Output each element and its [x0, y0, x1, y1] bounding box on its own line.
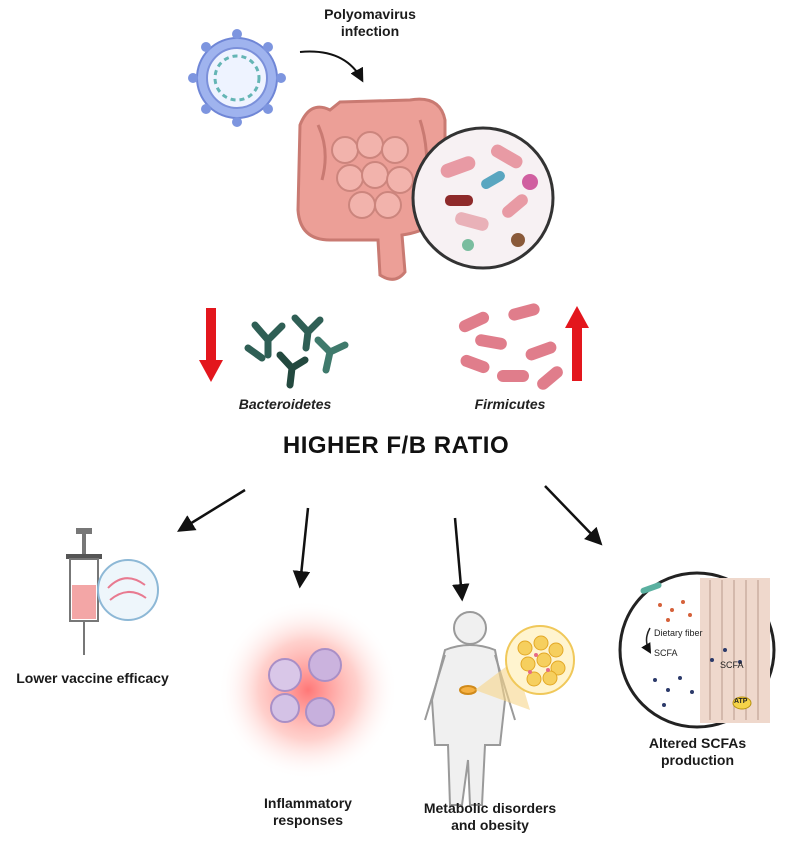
microbiota-zoom-icon — [411, 126, 555, 270]
inflammatory-label: Inflammatory responses — [264, 795, 352, 828]
firmicutes-label: Firmicutes — [474, 396, 546, 412]
adipose-tissue-icon — [475, 625, 575, 710]
ratio-title: HIGHER F/B RATIO — [282, 432, 510, 459]
scfa-left-label: SCFA — [654, 648, 678, 658]
scfa-right-label: SCFA — [720, 660, 744, 670]
scfa-label: Altered SCFAs production — [648, 735, 747, 768]
infection-arrow — [299, 50, 364, 83]
outcome-arrows — [177, 485, 603, 602]
polyomavirus-icon — [188, 29, 286, 127]
vaccine-efficacy-label: Lower vaccine efficacy — [16, 670, 169, 686]
bacteroidetes-icon — [244, 314, 349, 389]
increase-arrow-icon — [565, 306, 589, 381]
syringe-icon — [66, 528, 159, 655]
bacteroidetes-label: Bacteroidetes — [238, 396, 332, 412]
obesity-figure-icon — [424, 611, 516, 806]
scfa-inset-icon — [618, 571, 776, 729]
inflammatory-cells-icon — [218, 600, 398, 780]
infection-label: Polyomavirus infection — [324, 6, 416, 39]
dietary-fiber-label: Dietary fiber — [654, 628, 703, 638]
metabolic-label: Metabolic disorders and obesity — [423, 800, 557, 833]
intestine-icon — [296, 97, 447, 281]
atp-label: ATP — [734, 698, 748, 705]
decrease-arrow-icon — [199, 308, 223, 382]
firmicutes-icon — [458, 303, 563, 390]
